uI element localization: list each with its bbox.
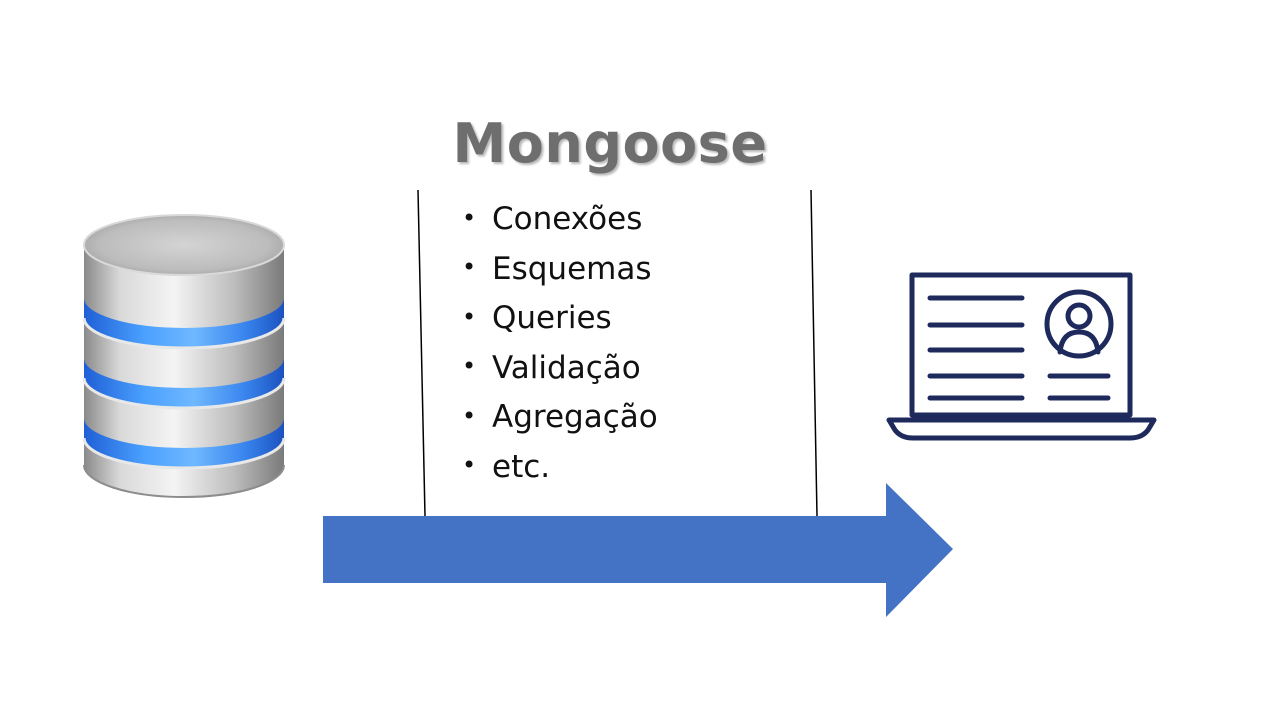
feature-list: •Conexões •Esquemas •Queries •Validação … <box>462 195 658 492</box>
bullet-icon: • <box>462 401 477 430</box>
title-text: Mongoose <box>452 112 768 175</box>
list-item: •Validação <box>462 344 658 394</box>
list-item: •Queries <box>462 294 658 344</box>
bullet-icon: • <box>462 302 477 331</box>
bullet-icon: • <box>462 203 477 232</box>
diagram-title: Mongoose <box>0 112 1220 175</box>
list-item: •etc. <box>462 443 658 493</box>
list-item: •Esquemas <box>462 245 658 295</box>
list-item: •Agregação <box>462 393 658 443</box>
list-item: •Conexões <box>462 195 658 245</box>
bullet-icon: • <box>462 253 477 281</box>
db-ring <box>84 298 284 468</box>
bullet-icon: • <box>462 352 477 380</box>
bullet-icon: • <box>462 451 477 479</box>
